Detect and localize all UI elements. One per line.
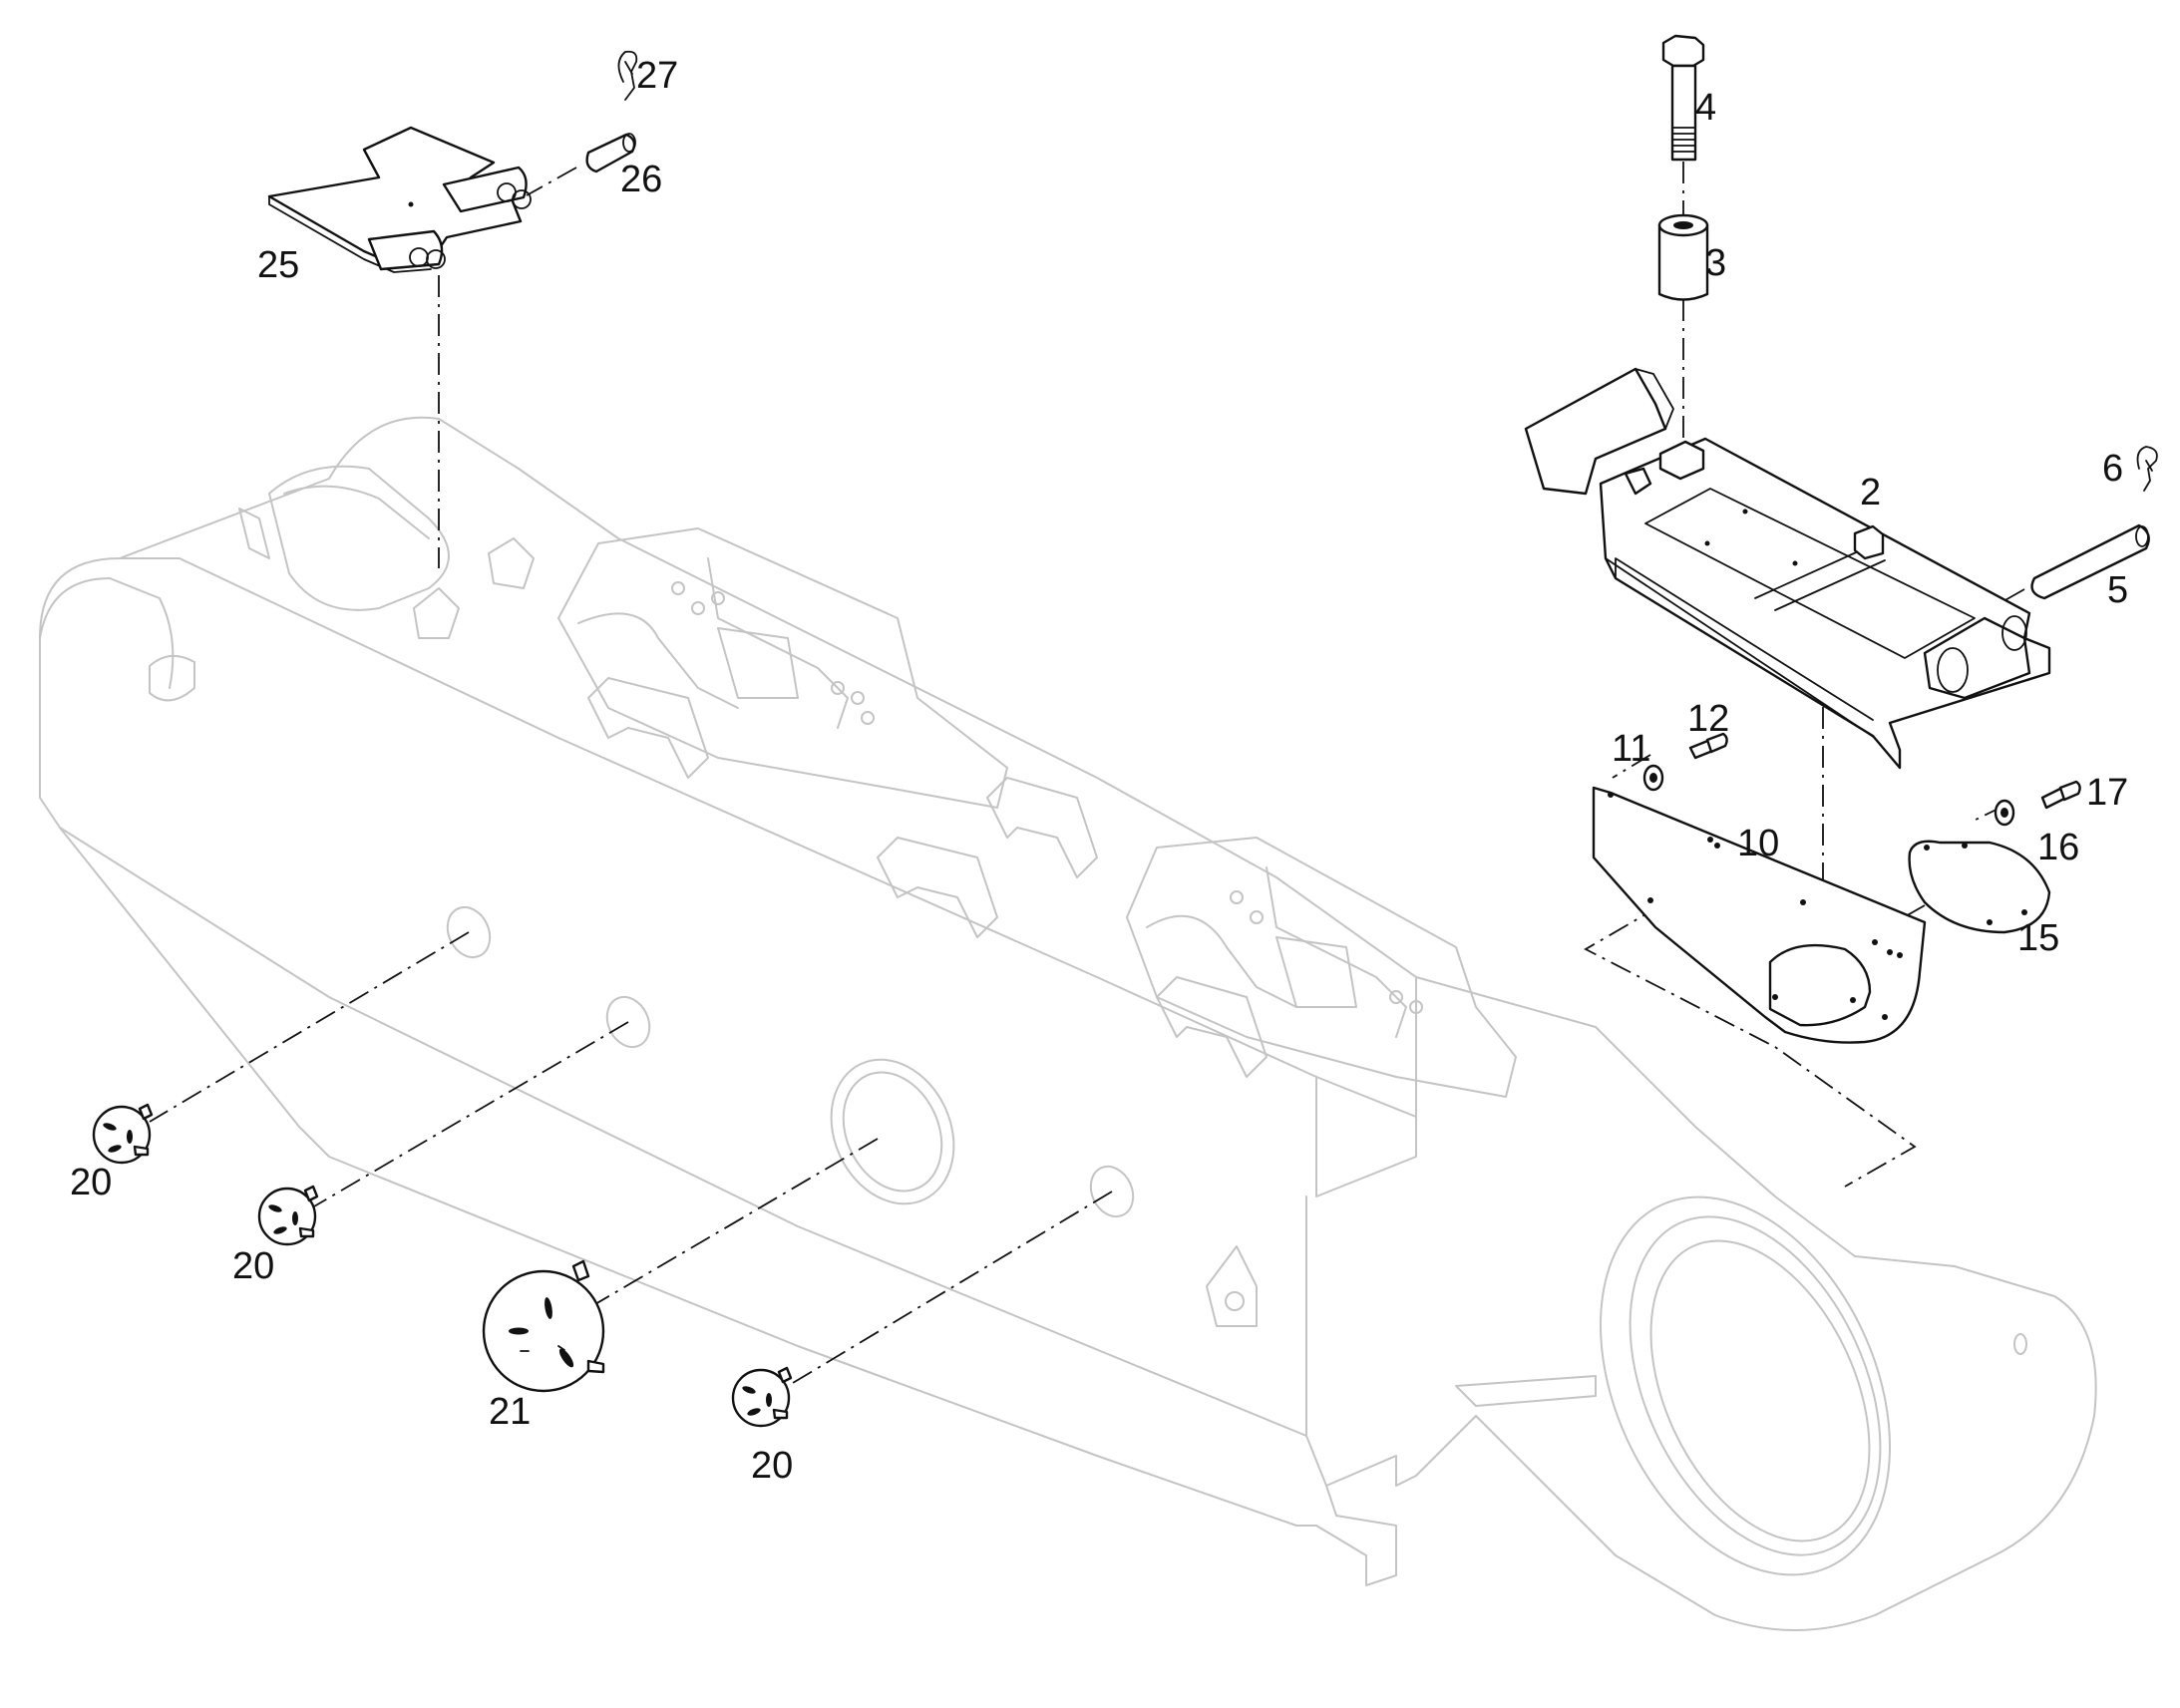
callout-17: 17 <box>2086 772 2128 814</box>
part-3-spacer <box>1657 213 1709 301</box>
part-20-cover-2 <box>257 1185 319 1246</box>
leader-lines <box>149 162 2025 1387</box>
callout-3: 3 <box>1705 242 1726 284</box>
callout-20-b: 20 <box>232 1245 274 1287</box>
part-12-bolt <box>1688 732 1728 760</box>
part-15-guard-plate <box>1908 840 2051 934</box>
callout-4: 4 <box>1695 87 1716 129</box>
part-10-guard-plate <box>1592 786 1927 1044</box>
callout-2: 2 <box>1860 472 1881 513</box>
callout-6: 6 <box>2102 448 2123 490</box>
part-5-pin <box>2030 523 2150 600</box>
callout-5: 5 <box>2107 569 2128 611</box>
part-26-pin <box>585 133 636 173</box>
part-20-cover-3 <box>731 1366 793 1428</box>
track-frame-outline <box>39 416 2097 1631</box>
callout-27: 27 <box>636 55 678 97</box>
callout-26: 26 <box>620 159 662 200</box>
part-11-washer <box>1642 764 1664 792</box>
part-17-bolt <box>2040 780 2081 810</box>
part-2-bracket <box>1524 367 2051 770</box>
callout-25: 25 <box>257 244 299 286</box>
callout-15: 15 <box>2017 917 2059 959</box>
callout-20-a: 20 <box>70 1162 112 1203</box>
part-25-cover-plate <box>267 126 532 273</box>
part-21-large-cover <box>482 1259 605 1393</box>
callout-21: 21 <box>489 1391 531 1433</box>
part-16-washer <box>1994 799 2015 827</box>
callout-10: 10 <box>1737 823 1779 864</box>
part-6-clip <box>2136 446 2158 492</box>
callout-20-c: 20 <box>751 1445 793 1487</box>
callout-12: 12 <box>1687 698 1729 740</box>
callout-labels: 27 26 25 4 3 2 6 5 11 12 10 17 16 15 20 … <box>70 55 2128 1487</box>
part-4-bolt <box>1661 34 1705 162</box>
callout-11: 11 <box>1612 728 1650 770</box>
part-27-clip <box>617 50 638 101</box>
part-20-cover-1 <box>92 1103 154 1165</box>
callout-16: 16 <box>2037 827 2079 868</box>
